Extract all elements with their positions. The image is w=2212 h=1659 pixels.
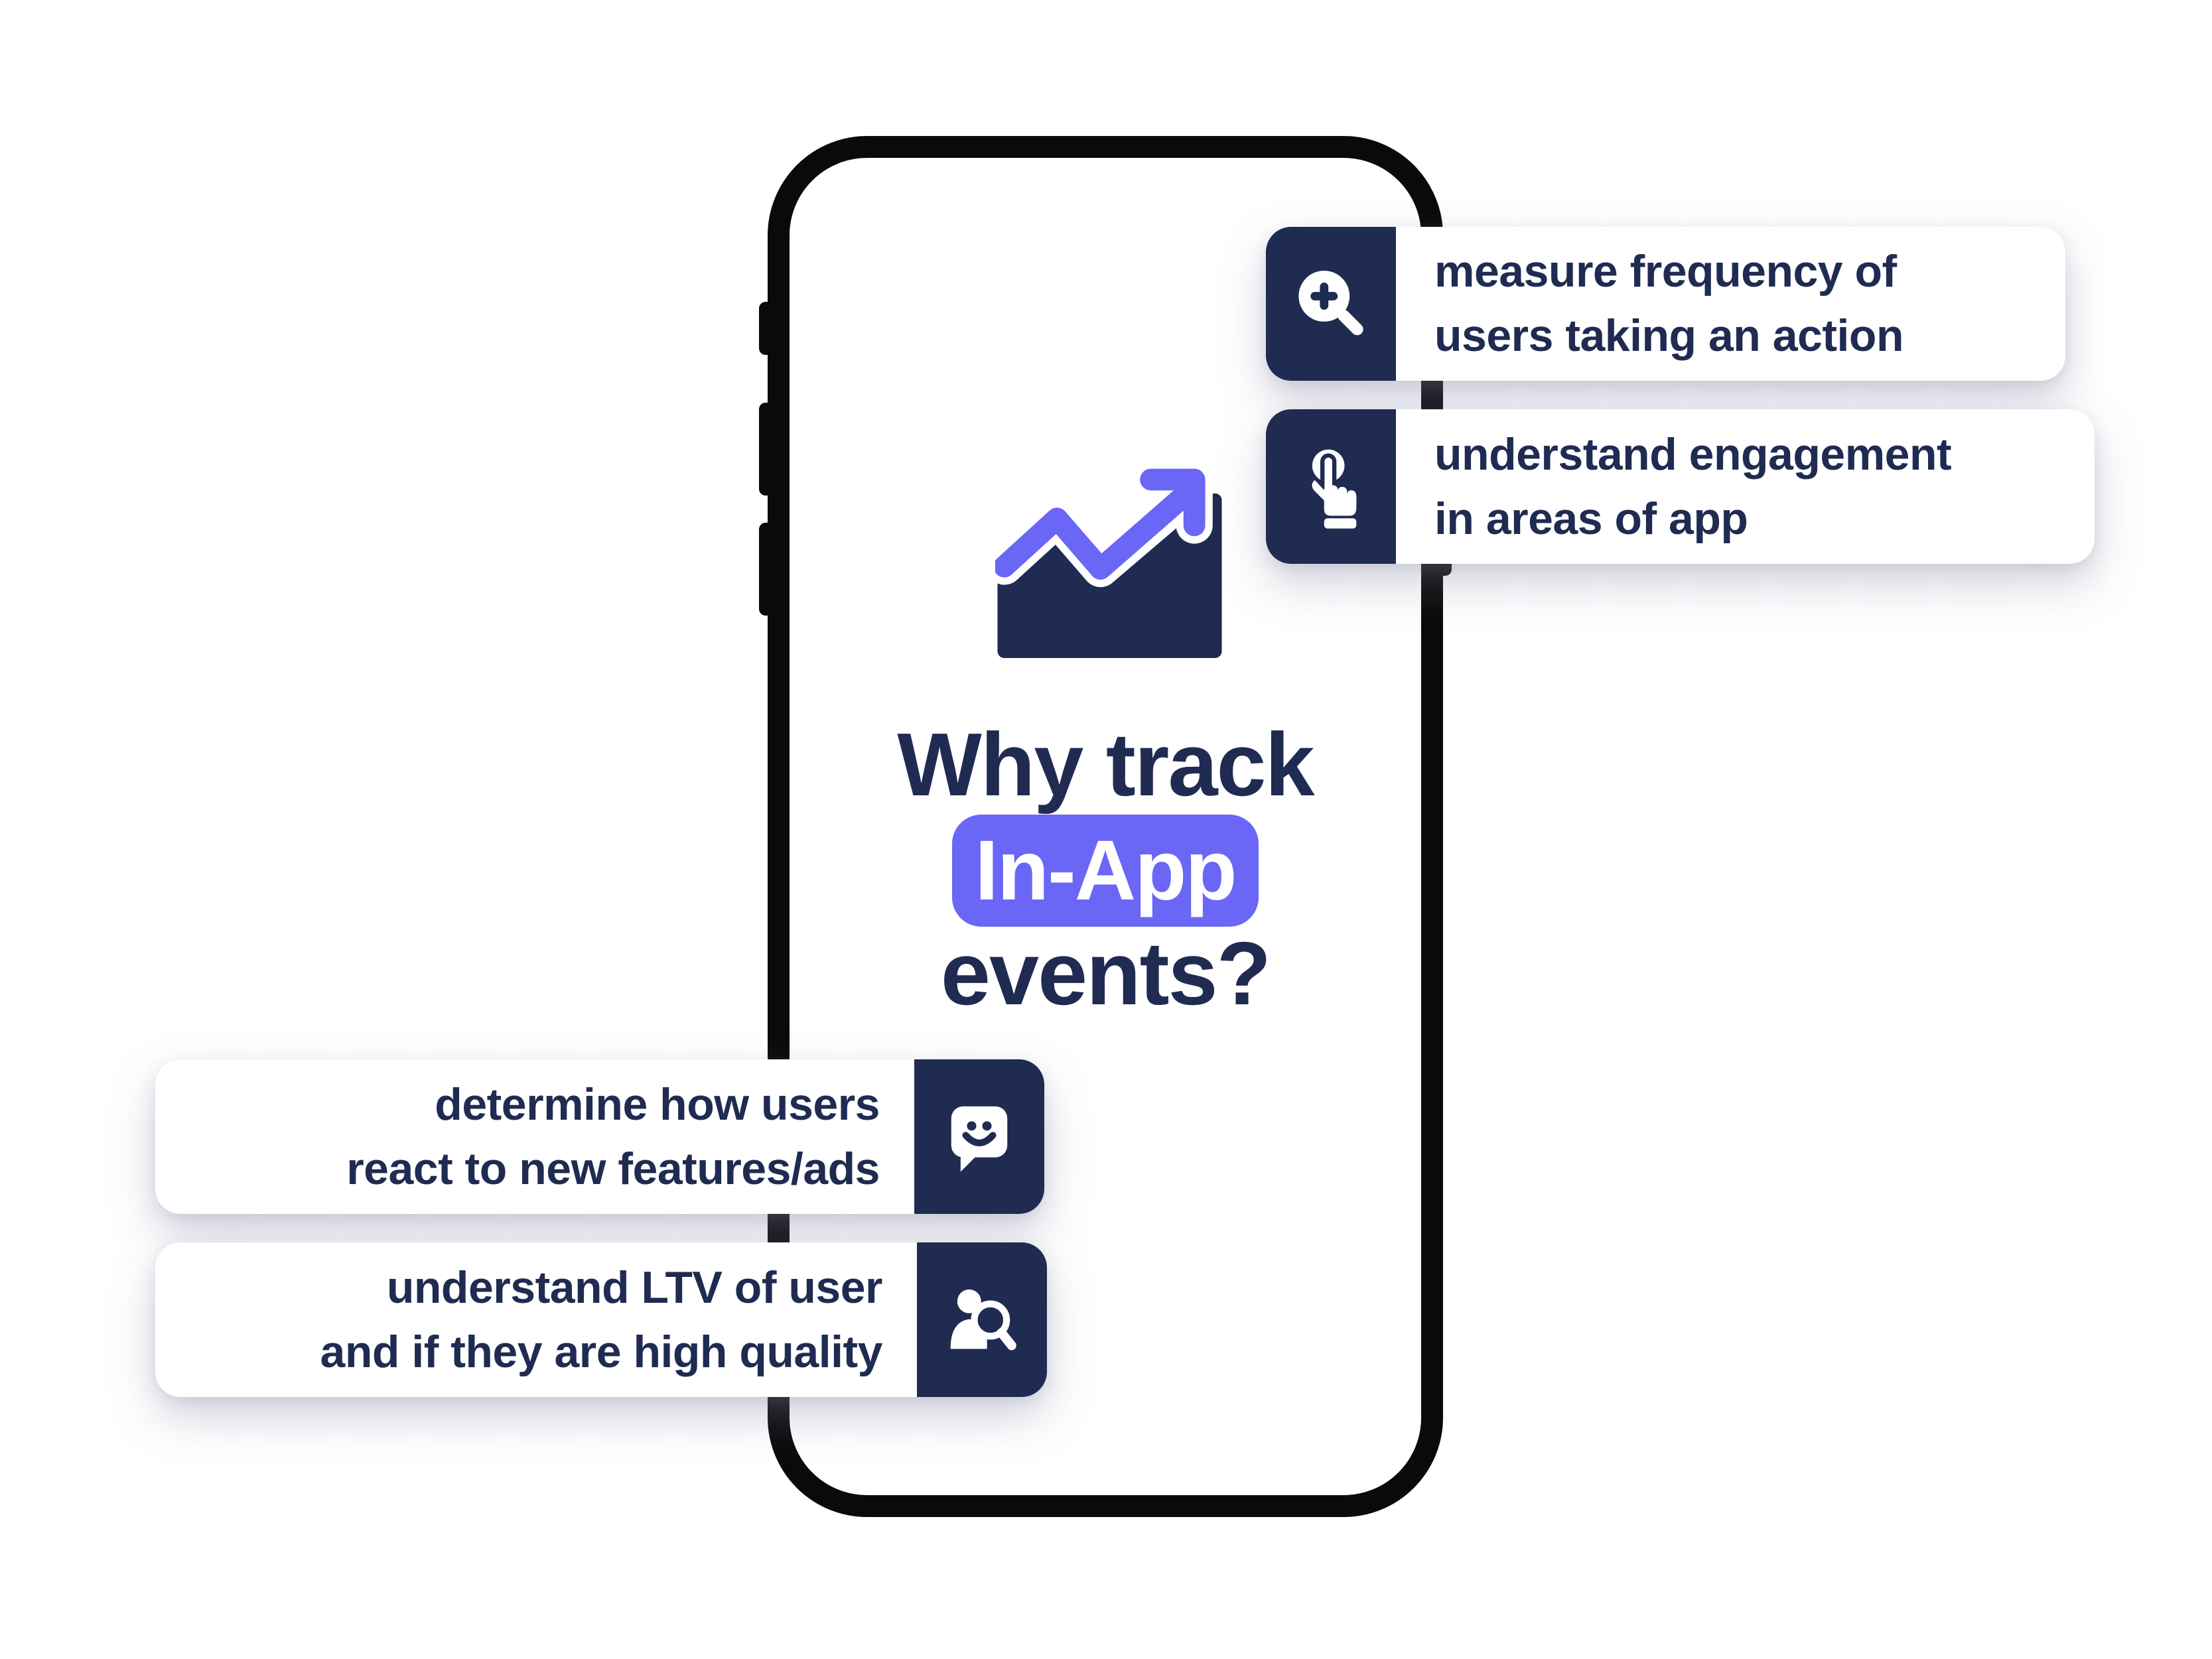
callout-text-line: react to new features/ads	[346, 1143, 880, 1194]
callout-text: understand engagement in areas of app	[1396, 409, 2095, 564]
callout-text: understand LTV of user and if they are h…	[155, 1242, 917, 1397]
title-highlight-pill: In-App	[952, 815, 1259, 927]
callout-text-line: determine how users	[435, 1079, 880, 1130]
callout-icon-box	[914, 1059, 1044, 1214]
callout-text: determine how users react to new feature…	[155, 1059, 914, 1214]
title-block: Why track In-App events?	[790, 720, 1421, 1018]
callout-text-line: and if they are high quality	[320, 1326, 883, 1377]
trend-chart-icon	[995, 461, 1222, 658]
callout-text-line: users taking an action	[1434, 310, 1903, 361]
callout-text-line: understand engagement	[1434, 429, 1952, 480]
callout-measure-frequency: measure frequency of users taking an act…	[1266, 227, 2065, 381]
callout-icon-box	[1266, 409, 1396, 564]
person-search-icon	[950, 1289, 1016, 1350]
chart-arrow-head	[1140, 468, 1206, 537]
tap-icon	[1312, 449, 1357, 529]
callout-icon-box	[917, 1242, 1047, 1397]
callout-user-reaction: determine how users react to new feature…	[155, 1059, 1044, 1214]
callout-text-line: in areas of app	[1434, 493, 1748, 544]
callout-ltv: understand LTV of user and if they are h…	[155, 1242, 1047, 1397]
chart-trend-line	[995, 478, 1204, 580]
callout-engagement: understand engagement in areas of app	[1266, 409, 2095, 564]
title-line-1: Why track	[897, 714, 1314, 815]
callout-text: measure frequency of users taking an act…	[1396, 227, 2065, 381]
callout-text-line: measure frequency of	[1434, 246, 1897, 297]
title-line-3: events?	[940, 923, 1271, 1024]
chat-smiley-icon	[951, 1106, 1008, 1171]
callout-icon-box	[1266, 227, 1396, 381]
zoom-in-icon	[1298, 271, 1363, 336]
callout-text-line: understand LTV of user	[386, 1262, 883, 1313]
